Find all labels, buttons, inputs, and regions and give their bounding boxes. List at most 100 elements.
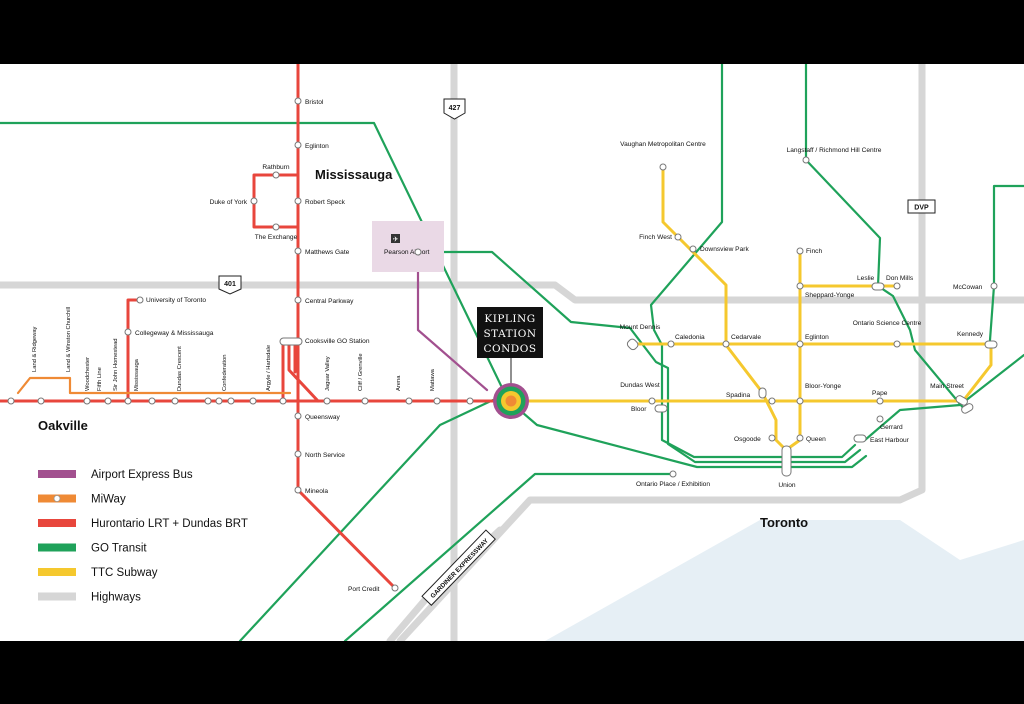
label-north-service: North Service <box>305 452 345 459</box>
station-marker-sheppard-yonge <box>796 282 804 290</box>
city-label-mississauga: Mississauga <box>315 167 393 182</box>
station-marker-s7 <box>171 397 179 405</box>
go-lakeshore-west-line <box>0 121 868 469</box>
station-marker-gerrard <box>876 415 884 423</box>
station-marker-mount-dennis <box>626 338 639 351</box>
label-dundas-west: Dundas West <box>620 382 660 389</box>
shield-427-label: 427 <box>449 105 461 112</box>
label-matthews: Matthews Gate <box>305 249 350 256</box>
station-marker-matthews <box>294 247 302 255</box>
label-central-parkway: Central Parkway <box>305 298 354 305</box>
go-richmond-hill-line <box>804 64 967 412</box>
station-marker-cedarvale <box>722 340 730 348</box>
label-ontario-place: Ontario Place / Exhibition <box>636 481 710 488</box>
brt-spur-1 <box>126 298 142 403</box>
lrt-brt-lines <box>0 64 502 590</box>
label-sheppard-yonge: Sheppard-Yonge <box>805 292 855 299</box>
station-marker-s16 <box>433 397 441 405</box>
station-marker-s9 <box>215 397 223 405</box>
city-label-toronto: Toronto <box>760 515 808 530</box>
legend-label: MiWay <box>91 494 126 506</box>
legend-label: TTC Subway <box>91 567 158 579</box>
station-marker-s12 <box>279 397 287 405</box>
airport-name: Pearson Airport <box>384 249 430 256</box>
station-marker-caledonia <box>667 340 675 348</box>
transit-map: ✈ Pearson Airport <box>0 64 1024 641</box>
lake-ontario <box>545 520 1024 641</box>
label-robert-speck: Robert Speck <box>305 199 346 206</box>
label-collegeway: Collegeway & Mississauga <box>135 330 214 337</box>
label-dundas-crescent: Dundas Crescent <box>177 346 183 391</box>
label-cliff-grenville: Cliff / Grenville <box>358 353 364 391</box>
label-main-street: Main Street <box>930 383 964 390</box>
airport-express-route <box>416 250 489 392</box>
station-marker-st-george <box>768 397 776 405</box>
station-marker-north-service <box>294 450 302 458</box>
ttc-line-5-eglinton <box>631 342 993 403</box>
label-uoft: University of Toronto <box>146 297 206 304</box>
legend-label: Highways <box>91 592 141 604</box>
shield-427 <box>443 98 466 120</box>
station-marker-s1 <box>7 397 15 405</box>
legend-swatch <box>38 543 76 552</box>
station-marker-finch-west <box>674 233 682 241</box>
airport-express-line <box>416 250 489 392</box>
city-label-oakville: Oakville <box>38 418 88 433</box>
label-don-mills: Don Mills <box>886 275 914 282</box>
miway-route <box>16 376 292 395</box>
label-science-centre: Ontario Science Centre <box>853 320 922 327</box>
station-marker-s17 <box>466 397 474 405</box>
pearson-airport-zone <box>372 221 444 272</box>
station-marker-mccowan <box>990 282 998 290</box>
go-lakeshore-east-line <box>238 398 495 641</box>
label-spadina: Spadina <box>726 392 751 399</box>
label-argyle: Argyle / Hartsdale <box>266 345 272 391</box>
station-marker-union <box>781 445 792 477</box>
shield-401-label: 401 <box>224 281 236 288</box>
station-marker-port-credit <box>391 584 399 592</box>
station-marker-duke-of-york <box>250 197 258 205</box>
station-marker-eglinton-t <box>796 340 804 348</box>
label-land-ridgeway: Land & Ridgeway <box>32 326 38 372</box>
ttc-line-1-west <box>661 165 788 452</box>
shield-dvp-label: DVP <box>914 205 929 212</box>
shield-dvp <box>907 199 936 214</box>
station-marker-s11 <box>249 397 257 405</box>
label-caledonia: Caledonia <box>675 334 705 341</box>
go-east-line <box>863 353 1024 442</box>
shield-401 <box>218 275 242 295</box>
label-fifth-line: Fifth Line <box>97 367 103 391</box>
legend-label: Hurontario LRT + Dundas BRT <box>91 518 248 530</box>
station-marker-s3 <box>83 397 91 405</box>
label-eglinton-t: Eglinton <box>805 334 829 341</box>
station-marker-robert-speck <box>294 197 302 205</box>
brt-spur-3 <box>287 340 320 403</box>
station-labels: Bristol Eglinton Rathburn Duke of York R… <box>135 99 984 593</box>
station-marker-osgoode <box>768 434 776 442</box>
label-union: Union <box>778 482 796 489</box>
label-cedarvale: Cedarvale <box>731 334 761 341</box>
station-marker-main-street <box>955 395 968 406</box>
station-marker-pearson <box>414 248 422 256</box>
station-marker-bloor <box>654 404 668 413</box>
legend-swatch-dot <box>53 495 61 502</box>
station-marker-s13 <box>323 397 331 405</box>
label-finch-west: Finch West <box>639 234 672 241</box>
label-osgoode: Osgoode <box>734 436 761 443</box>
legend-label: Airport Express Bus <box>91 469 193 481</box>
station-marker-ontario-place <box>669 470 677 478</box>
station-marker-leslie <box>871 282 885 291</box>
gardiner-label: GARDINER EXPRESSWAY <box>429 537 490 600</box>
label-exchange-text: The Exchange <box>255 234 298 241</box>
kipling-station-condos-logo: KIPLING STATION CONDOS <box>477 307 543 358</box>
label-jaguar-valley: Jaguar Valley <box>325 356 331 391</box>
label-kennedy: Kennedy <box>957 331 984 338</box>
label-east-harbour: East Harbour <box>870 437 910 444</box>
station-marker-central-parkway <box>294 296 302 304</box>
airport-label: Pearson Airport <box>384 249 430 256</box>
station-markers <box>7 97 998 592</box>
station-marker-cooksville <box>279 337 303 346</box>
gardiner-sign <box>421 529 496 606</box>
station-marker-s5 <box>124 397 132 405</box>
